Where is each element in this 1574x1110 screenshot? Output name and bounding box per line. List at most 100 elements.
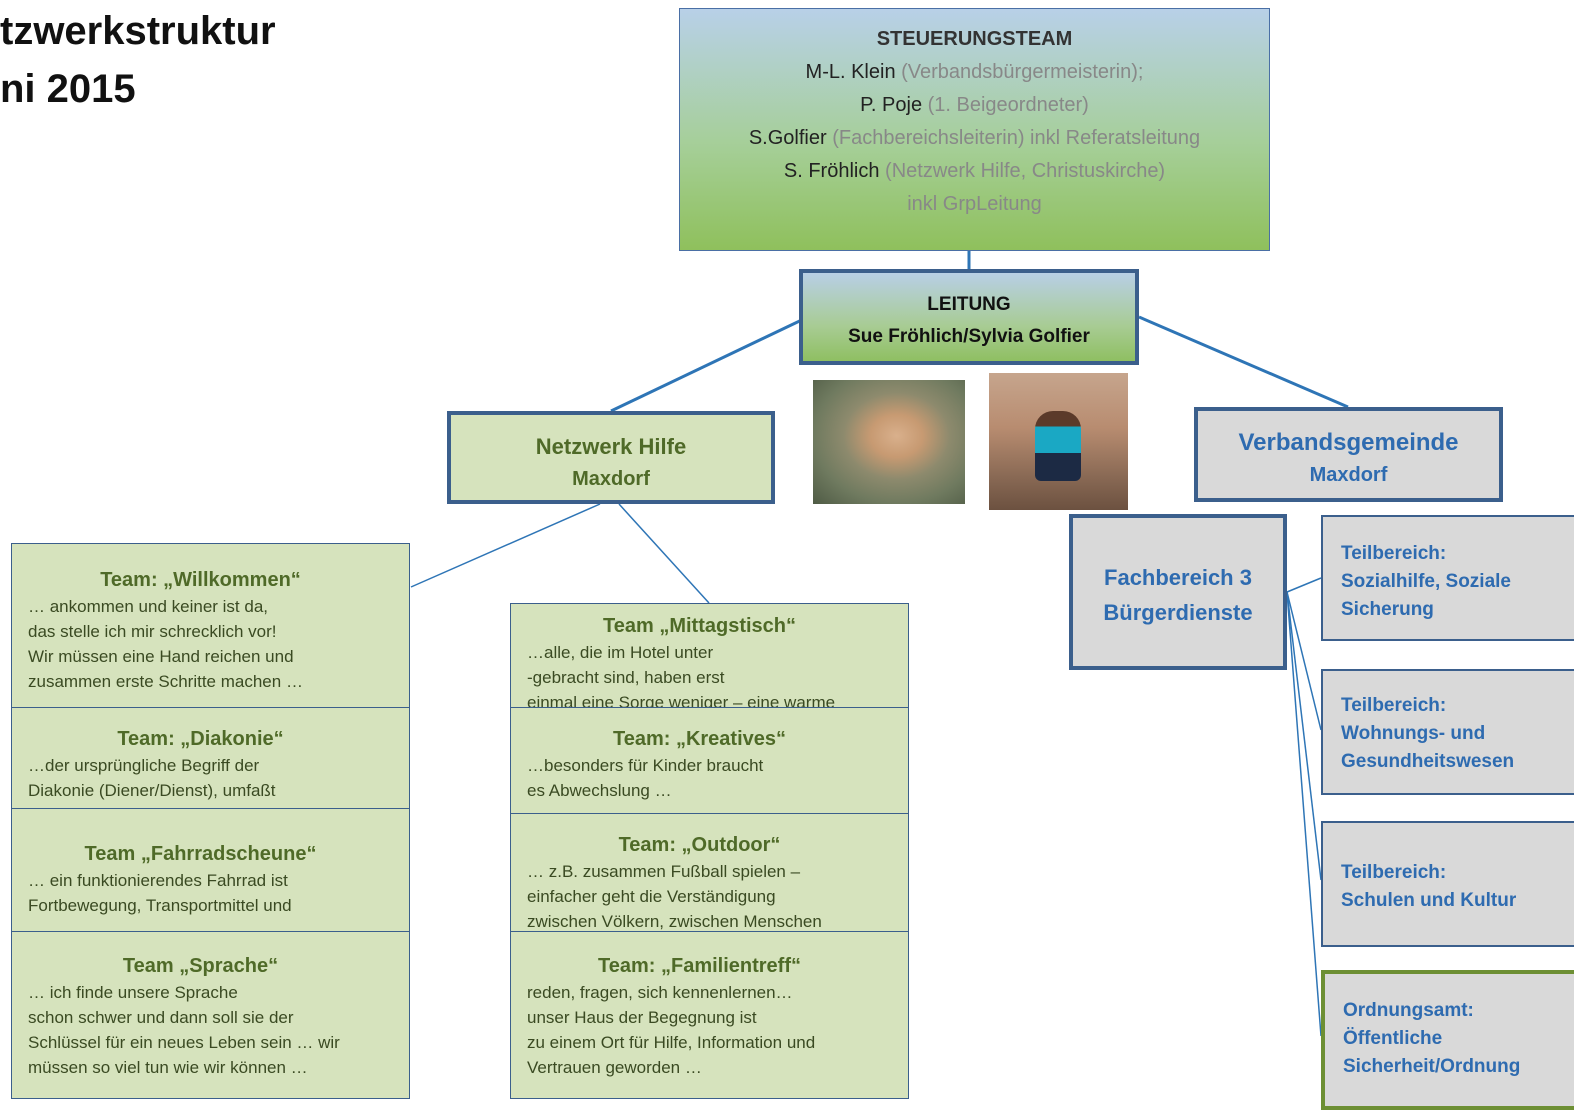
team-text: …besonders für Kinder braucht es Abwechs… bbox=[511, 753, 908, 803]
fachbereich-subtitle: Bürgerdienste bbox=[1103, 600, 1253, 625]
member-row: M-L. Klein (Verbandsbürgermeisterin); bbox=[680, 56, 1269, 89]
team-card: Team: „Kreatives“ …besonders für Kinder … bbox=[510, 707, 909, 814]
team-text: …alle, die im Hotel unter -gebracht sind… bbox=[511, 640, 908, 709]
team-title: Team: „Outdoor“ bbox=[618, 834, 781, 856]
team-text: reden, fragen, sich kennenlernen… unser … bbox=[511, 980, 908, 1080]
fachbereich-box: Fachbereich 3 Bürgerdienste bbox=[1069, 514, 1287, 670]
team-text-line: es Abwechslung … bbox=[527, 781, 672, 800]
teilbereich-line: Wohnungs- und bbox=[1341, 723, 1486, 744]
member-name: S.Golfier bbox=[748, 127, 827, 149]
member-name: S. Fröhlich bbox=[783, 160, 880, 182]
teilbereich-line: Ordnungsamt: bbox=[1343, 1000, 1474, 1021]
team-card: Team „Mittagstisch“ …alle, die im Hotel … bbox=[510, 603, 909, 709]
member-role: (Fachbereichsleiterin) inkl Referatsleit… bbox=[832, 127, 1201, 149]
team-text-line: müssen so viel tun wie wir können … bbox=[28, 1058, 308, 1077]
team-text-line: …besonders für Kinder braucht bbox=[527, 756, 764, 775]
team-text-line: einmal eine Sorge weniger – eine warme bbox=[527, 693, 836, 709]
team-text-line: … ich finde unsere Sprache bbox=[28, 983, 238, 1002]
teilbereich-box: Teilbereich: Sozialhilfe, Soziale Sicher… bbox=[1321, 515, 1574, 641]
team-text-line: schon schwer und dann soll sie der bbox=[28, 1008, 294, 1027]
netzwerk-hilfe-box: Netzwerk Hilfe Maxdorf bbox=[447, 411, 775, 504]
page-title: tzwerkstruktur ni 2015 bbox=[0, 2, 276, 118]
team-text-line: einfacher geht die Verständigung bbox=[527, 887, 776, 906]
connector-fb-teil1 bbox=[1286, 577, 1322, 593]
title-line-1: tzwerkstruktur bbox=[0, 9, 276, 53]
verbandsgemeinde-title: Verbandsgemeinde bbox=[1238, 429, 1459, 456]
team-text: …der ursprüngliche Begriff der Diakonie … bbox=[12, 753, 409, 803]
member-role: (Verbandsbürgermeisterin); bbox=[901, 61, 1144, 83]
team-title: Team „Fahrradscheune“ bbox=[84, 843, 317, 865]
team-title: Team: „Familientreff“ bbox=[598, 955, 801, 977]
teilbereich-line: Teilbereich: bbox=[1341, 695, 1447, 716]
verbandsgemeinde-box: Verbandsgemeinde Maxdorf bbox=[1194, 407, 1503, 502]
team-text-line: Schlüssel für ein neues Leben sein … wir bbox=[28, 1033, 340, 1052]
team-card: Team: „Willkommen“ … ankommen und keiner… bbox=[11, 543, 410, 708]
team-title: Team „Mittagstisch“ bbox=[603, 615, 796, 637]
team-title: Team „Sprache“ bbox=[122, 955, 279, 977]
steuerungsteam-extra: inkl GrpLeitung bbox=[907, 193, 1042, 215]
connector-fb-ordnungsamt bbox=[1286, 591, 1322, 1037]
team-card: Team: „Diakonie“ …der ursprüngliche Begr… bbox=[11, 707, 410, 809]
member-row: P. Poje (1. Beigeordneter) bbox=[680, 89, 1269, 122]
teilbereich-box: Teilbereich: Schulen und Kultur bbox=[1321, 821, 1574, 947]
team-text-line: Fortbewegung, Transportmittel und bbox=[28, 896, 292, 915]
team-title: Team: „Kreatives“ bbox=[612, 728, 787, 750]
team-text-line: … z.B. zusammen Fußball spielen – bbox=[527, 862, 801, 881]
member-name: P. Poje bbox=[860, 94, 923, 116]
team-text: … ein funktionierendes Fahrrad ist Fortb… bbox=[12, 868, 409, 918]
team-text-line: zusammen erste Schritte machen … bbox=[28, 672, 303, 691]
connector-fb-teil2 bbox=[1286, 591, 1322, 731]
team-text-line: unser Haus der Begegnung ist bbox=[527, 1008, 757, 1027]
team-text-line: … ein funktionierendes Fahrrad ist bbox=[28, 871, 288, 890]
team-text-line: das stelle ich mir schrecklich vor! bbox=[28, 622, 277, 641]
team-text-line: zu einem Ort für Hilfe, Information und bbox=[527, 1033, 816, 1052]
teilbereich-line: Gesundheitswesen bbox=[1341, 751, 1515, 772]
connector-fb-teil3 bbox=[1286, 591, 1322, 881]
member-row: S.Golfier (Fachbereichsleiterin) inkl Re… bbox=[680, 122, 1269, 155]
member-role: (Netzwerk Hilfe, Christuskirche) bbox=[885, 160, 1166, 182]
teilbereich-line: Sicherheit/Ordnung bbox=[1343, 1056, 1521, 1077]
fachbereich-title: Fachbereich 3 bbox=[1104, 565, 1252, 590]
team-text-line: zwischen Völkern, zwischen Menschen bbox=[527, 912, 822, 931]
team-title: Team: „Willkommen“ bbox=[100, 569, 301, 591]
verbandsgemeinde-location: Maxdorf bbox=[1309, 464, 1388, 486]
member-name: M-L. Klein bbox=[805, 61, 896, 83]
teilbereich-box: Teilbereich: Wohnungs- und Gesundheitswe… bbox=[1321, 669, 1574, 795]
team-text-line: …alle, die im Hotel unter bbox=[527, 643, 714, 662]
team-text-line: Vertrauen geworden … bbox=[527, 1058, 702, 1077]
teilbereich-line: Teilbereich: bbox=[1341, 862, 1447, 883]
steuerungsteam-heading: STEUERUNGSTEAM bbox=[876, 28, 1073, 50]
connector-netz-mittagstisch bbox=[618, 503, 710, 604]
connector-netz-willkommen bbox=[410, 503, 601, 588]
ordnungsamt-box: Ordnungsamt: Öffentliche Sicherheit/Ordn… bbox=[1321, 970, 1574, 1110]
title-line-2: ni 2015 bbox=[0, 67, 136, 111]
teilbereich-line: Sozialhilfe, Soziale bbox=[1341, 571, 1511, 592]
member-role: (1. Beigeordneter) bbox=[927, 94, 1089, 116]
team-text-line: -gebracht sind, haben erst bbox=[527, 668, 725, 687]
photo-person bbox=[1035, 411, 1081, 481]
netzwerk-hilfe-title: Netzwerk Hilfe bbox=[535, 434, 687, 459]
leitung-names: Sue Fröhlich/Sylvia Golfier bbox=[848, 326, 1090, 347]
teilbereich-line: Schulen und Kultur bbox=[1341, 890, 1517, 911]
team-text-line: reden, fragen, sich kennenlernen… bbox=[527, 983, 793, 1002]
leader-photo-2 bbox=[989, 373, 1128, 510]
connector-leitung-vg bbox=[1138, 315, 1349, 409]
team-text: … ankommen und keiner ist da, das stelle… bbox=[12, 594, 409, 694]
teilbereich-line: Sicherung bbox=[1341, 599, 1434, 620]
team-card: Team: „Familientreff“ reden, fragen, sic… bbox=[510, 931, 909, 1099]
connector-leitung-netz bbox=[610, 315, 809, 413]
team-card: Team „Fahrradscheune“ … ein funktioniere… bbox=[11, 808, 410, 932]
team-text: … ich finde unsere Sprache schon schwer … bbox=[12, 980, 409, 1080]
team-text-line: …der ursprüngliche Begriff der bbox=[28, 756, 260, 775]
team-text-line: … ankommen und keiner ist da, bbox=[28, 597, 269, 616]
member-row: S. Fröhlich (Netzwerk Hilfe, Christuskir… bbox=[680, 155, 1269, 188]
teilbereich-line: Öffentliche bbox=[1343, 1028, 1443, 1049]
teilbereich-line: Teilbereich: bbox=[1341, 543, 1447, 564]
leitung-box: LEITUNG Sue Fröhlich/Sylvia Golfier bbox=[799, 269, 1139, 365]
steuerungsteam-box: STEUERUNGSTEAM M-L. Klein (Verbandsbürge… bbox=[679, 8, 1270, 251]
netzwerk-hilfe-location: Maxdorf bbox=[572, 468, 650, 490]
team-text-line: Diakonie (Diener/Dienst), umfaßt bbox=[28, 781, 276, 800]
team-text-line: Wir müssen eine Hand reichen und bbox=[28, 647, 294, 666]
team-text: … z.B. zusammen Fußball spielen – einfac… bbox=[511, 859, 908, 932]
